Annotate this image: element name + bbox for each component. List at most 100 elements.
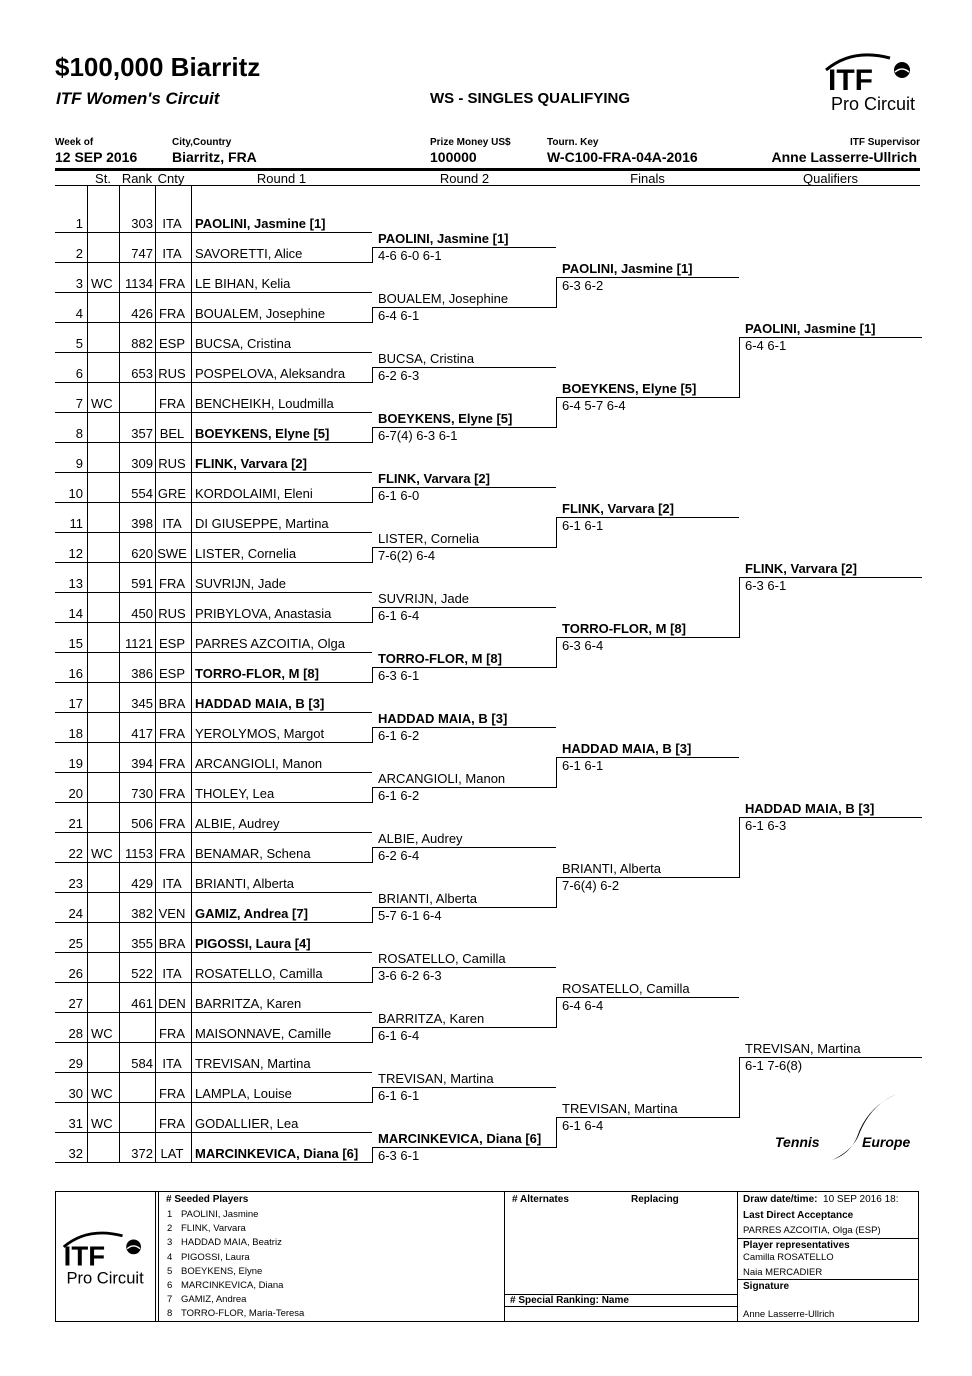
match-score: 6-1 6-2 [378, 788, 420, 803]
match-score: 6-3 6-1 [378, 1148, 420, 1163]
signature-value: Anne Lasserre-Ullrich [743, 1309, 835, 1320]
svg-text:ITF: ITF [828, 64, 873, 97]
bracket-connector [372, 487, 373, 503]
draw-line [55, 592, 372, 593]
bracket-line [372, 967, 556, 968]
bracket-connector [372, 307, 373, 323]
draw-line [55, 352, 372, 353]
winner-name: ROSATELLO, Camilla [378, 951, 506, 966]
event-name: WS - SINGLES QUALIFYING [430, 90, 631, 107]
draw-line [55, 502, 372, 503]
player-name: FLINK, Varvara [2] [195, 456, 307, 471]
player-name: PRIBYLOVA, Anastasia [195, 606, 332, 621]
draw-position: 25 [68, 936, 83, 951]
seed-number: 8 [167, 1308, 173, 1320]
player-name: ALBIE, Audrey [195, 816, 280, 831]
winner-name: ALBIE, Audrey [378, 831, 463, 846]
match-score: 6-4 6-4 [562, 998, 604, 1013]
bracket-line [556, 877, 739, 878]
winner-name: FLINK, Varvara [2] [378, 471, 490, 486]
bracket-connector [372, 1147, 373, 1163]
player-name: SAVORETTI, Alice [195, 246, 303, 261]
winner-name: HADDAD MAIA, B [3] [562, 741, 692, 756]
match-score: 6-1 6-4 [378, 608, 420, 623]
match-score: 6-2 6-3 [378, 368, 420, 383]
lda-label: Last Direct Acceptance [743, 1210, 854, 1221]
itf-pro-circuit-logo-footer: ITF Pro Circuit [60, 1226, 152, 1288]
match-score: 3-6 6-2 6-3 [378, 968, 442, 983]
draw-line [55, 1132, 372, 1133]
player-country: GRE [157, 486, 187, 501]
bracket-connector [372, 427, 373, 443]
player-rank: 372 [131, 1146, 153, 1161]
draw-position: 23 [68, 876, 83, 891]
divider [504, 1294, 737, 1295]
match-score: 6-3 6-2 [562, 278, 604, 293]
player-rank: 394 [131, 756, 153, 771]
seed-name: PAOLINI, Jasmine [181, 1209, 259, 1220]
player-rank: 1134 [125, 276, 153, 291]
draw-position: 7 [75, 396, 83, 411]
tourn-key-label: Tourn. Key [547, 137, 599, 148]
match-score: 6-4 6-1 [745, 338, 787, 353]
entry-status: WC [91, 1086, 113, 1101]
bracket-line [739, 577, 922, 578]
col-rank: Rank [121, 171, 153, 186]
bracket-line [739, 337, 922, 338]
draw-position: 19 [68, 756, 83, 771]
draw-position: 1 [75, 216, 83, 231]
prize-value: 100000 [430, 149, 477, 165]
player-name: TORRO-FLOR, M [8] [195, 666, 319, 681]
divider [504, 1306, 737, 1307]
match-score: 6-1 7-6(8) [745, 1058, 803, 1073]
winner-name: SUVRIJN, Jade [378, 591, 470, 606]
draw-position: 15 [68, 636, 83, 651]
player-rank: 429 [131, 876, 153, 891]
bracket-connector [556, 517, 557, 548]
seed-number: 2 [167, 1223, 173, 1235]
draw-line [55, 232, 372, 233]
alternates-header: # Alternates [512, 1194, 569, 1205]
draw-position: 31 [68, 1116, 83, 1131]
lda-value: PARRES AZCOITIA, Olga (ESP) [743, 1225, 881, 1236]
bracket-connector [372, 727, 373, 743]
seed-name: PIGOSSI, Laura [181, 1251, 250, 1263]
rep-1: Camilla ROSATELLO [743, 1252, 834, 1263]
seed-name: MARCINKEVICA, Diana [181, 1280, 284, 1291]
signature-label: Signature [743, 1281, 790, 1292]
svg-text:ITF: ITF [64, 1240, 105, 1271]
bracket-line [739, 817, 922, 818]
bracket-line [372, 1087, 556, 1088]
match-score: 6-1 6-1 [562, 518, 604, 533]
player-country: FRA [159, 756, 185, 771]
bracket-connector [556, 1117, 557, 1148]
seed-name: BOEYKENS, Elyne [181, 1265, 263, 1277]
bracket-line [372, 847, 556, 848]
winner-name: TREVISAN, Martina [378, 1071, 494, 1086]
player-country: ITA [162, 516, 182, 531]
draw-date-value: 10 SEP 2016 18: [823, 1194, 899, 1205]
seed-number: 1 [167, 1209, 173, 1220]
player-name: PAOLINI, Jasmine [1] [195, 216, 326, 231]
match-score: 6-2 6-4 [378, 848, 420, 863]
draw-line [55, 412, 372, 413]
player-name: SUVRIJN, Jade [195, 576, 287, 591]
supervisor-value: Anne Lasserre-Ullrich [771, 149, 918, 165]
reps-label: Player representatives [743, 1240, 850, 1251]
winner-name: MARCINKEVICA, Diana [6] [378, 1131, 542, 1146]
winner-name: TREVISAN, Martina [745, 1041, 861, 1056]
draw-position: 3 [75, 276, 83, 291]
player-name: LAMPLA, Louise [195, 1086, 292, 1101]
bracket-line [556, 637, 739, 638]
player-country: FRA [159, 1086, 185, 1101]
player-country: DEN [158, 996, 186, 1011]
bracket-line [372, 367, 556, 368]
winner-name: BUCSA, Cristina [378, 351, 475, 366]
winner-name: TORRO-FLOR, M [8] [378, 651, 502, 666]
player-rank: 382 [131, 906, 153, 921]
player-country: VEN [158, 906, 186, 921]
player-country: FRA [159, 1026, 185, 1041]
entry-status: WC [91, 1116, 113, 1131]
player-country: ESP [158, 636, 185, 651]
player-name: HADDAD MAIA, B [3] [195, 696, 325, 711]
